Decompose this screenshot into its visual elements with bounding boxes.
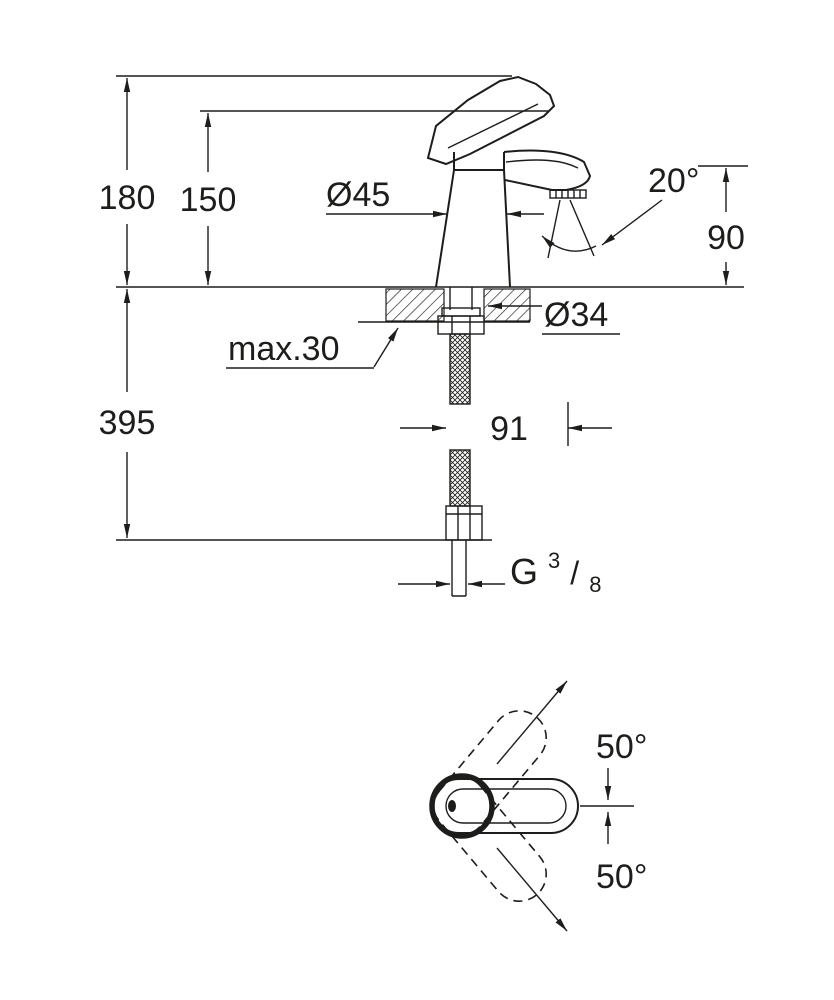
faucet-top-view: 50° 50° — [429, 680, 647, 932]
thread-prefix: G — [510, 551, 538, 592]
dimension-height-total: 180 — [99, 78, 156, 285]
mounting-section — [116, 286, 744, 597]
spout-inner-line — [505, 159, 579, 169]
dimension-hose-length: 395 — [99, 289, 156, 538]
dimension-spout-reach: 91 — [400, 410, 612, 448]
dimension-thread: G 3 / 8 — [398, 535, 601, 597]
counter-hatch-right — [483, 288, 531, 322]
swivel-position-upper — [432, 710, 548, 837]
thread-slash: / — [570, 555, 579, 591]
stream-lines — [541, 199, 597, 259]
body-top-circle — [429, 773, 495, 839]
reference-lines — [116, 75, 748, 446]
washer — [441, 307, 481, 317]
handle-top-inner — [445, 788, 567, 824]
stream-angle-label: 20° — [648, 162, 699, 200]
dimension-body-diameter: Ø45 — [326, 176, 544, 218]
dimension-swivel-lower: 50° — [496, 812, 647, 932]
connection-tube — [451, 540, 467, 597]
hose-length-label: 395 — [99, 404, 156, 442]
body-diameter-label: Ø45 — [326, 176, 390, 214]
aerator — [549, 189, 587, 199]
dimension-spout-height: 90 — [707, 168, 745, 285]
faucet-side-view — [426, 75, 597, 288]
height-total-label: 180 — [99, 179, 156, 217]
dimension-swivel-upper: 50° — [496, 680, 647, 800]
thread-denominator: 8 — [589, 572, 601, 597]
swivel-lower-label: 50° — [596, 858, 647, 896]
swivel-position-lower — [432, 775, 548, 902]
faucet-body — [435, 169, 511, 288]
handle-height-label: 150 — [180, 181, 237, 219]
lever-handle-outline — [426, 75, 556, 166]
dimension-max-mounting-thickness: max.30 — [226, 327, 399, 369]
hose-upper — [449, 333, 471, 405]
thread-label: G 3 / 8 — [510, 535, 601, 597]
spout-reach-label: 91 — [490, 410, 528, 448]
body-marker-dot — [448, 800, 456, 812]
shank — [449, 287, 473, 310]
dimension-handle-height: 150 — [180, 113, 237, 285]
spout-outline — [503, 149, 592, 191]
counter-hatch-left — [385, 288, 445, 322]
max-mounting-thickness-label: max.30 — [228, 330, 340, 368]
hole-diameter-label: Ø34 — [544, 296, 608, 334]
thread-numerator: 3 — [548, 548, 560, 573]
hose-connector-nut — [445, 505, 483, 541]
spout-height-label: 90 — [707, 219, 745, 257]
cartridge-neck — [453, 152, 505, 171]
swivel-upper-label: 50° — [596, 728, 647, 766]
dimension-stream-angle: 20° — [601, 162, 699, 246]
dimension-hole-diameter: Ø34 — [488, 296, 620, 335]
hose-lower — [449, 449, 471, 507]
mounting-nut — [437, 315, 485, 335]
